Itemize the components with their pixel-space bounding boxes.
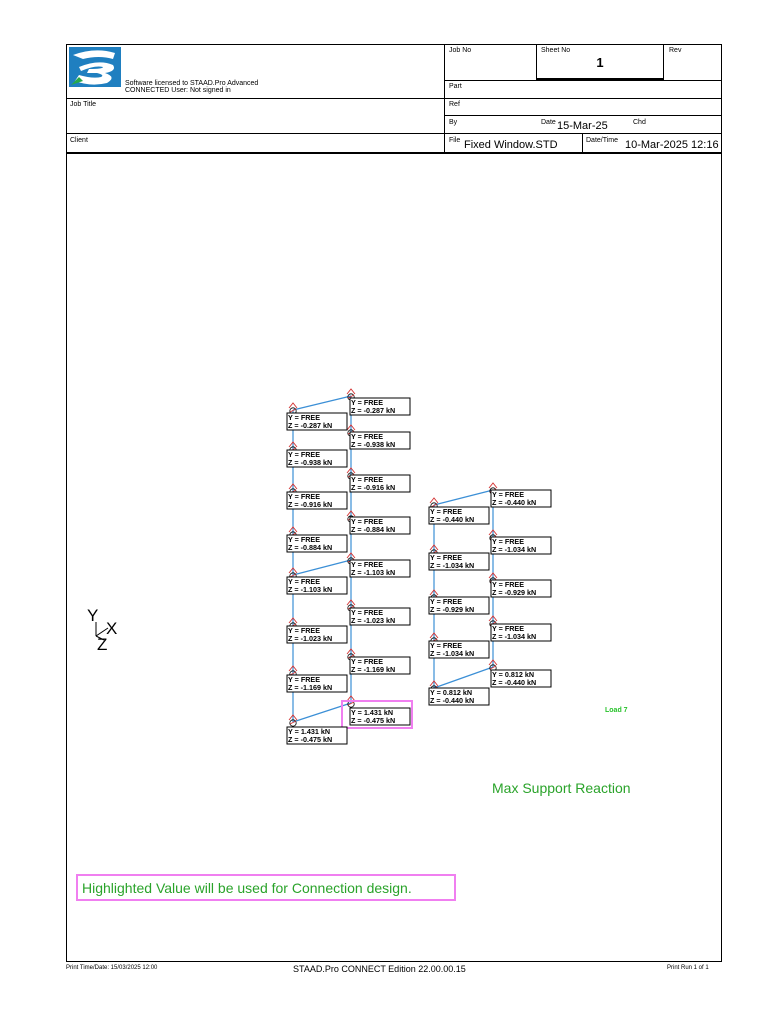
max-support-reaction-title: Max Support Reaction [492,780,631,796]
sheet-no-value: 1 [596,55,604,70]
datetime-label: Date/Time [586,137,619,144]
highlight-note-box: Highlighted Value will be used for Conne… [76,874,456,901]
divider [444,115,721,116]
license-line-2: CONNECTED User: Not signed in [125,87,231,94]
sheet-no-box: Sheet No 1 [536,44,664,80]
title-block: Software licensed to STAAD.Pro Advanced … [67,44,721,154]
job-no-label: Job No [449,47,472,54]
datetime-value: 10-Mar-2025 12:16 [625,139,719,151]
highlight-note-text: Highlighted Value will be used for Conne… [82,880,412,896]
part-label: Part [449,83,462,90]
bentley-logo-icon [69,47,121,87]
license-line-1: Software licensed to STAAD.Pro Advanced [125,80,259,87]
divider [67,98,721,99]
date-value: 15-Mar-25 [557,120,608,132]
edition-label: STAAD.Pro CONNECT Edition 22.00.00.15 [293,964,466,974]
file-value: Fixed Window.STD [464,139,558,151]
by-label: By [449,119,458,126]
license-text: Software licensed to STAAD.Pro Advanced … [125,80,258,94]
divider [582,133,583,154]
drawing-sheet: Software licensed to STAAD.Pro Advanced … [66,44,722,962]
divider [67,133,721,134]
print-time: Print Time/Date: 15/03/2025 12:00 [66,965,158,971]
file-label: File [449,137,461,144]
date-label: Date [541,119,556,126]
divider [444,80,721,81]
chd-label: Chd [633,119,646,126]
sheet-no-label: Sheet No [541,47,571,54]
rev-label: Rev [669,47,682,54]
ref-label: Ref [449,101,460,108]
client-label: Client [70,137,88,144]
print-run: Print Run 1 of 1 [667,965,709,971]
divider [444,45,445,154]
load-case-label: Load 7 [605,707,628,714]
job-title-label: Job Title [70,101,97,108]
